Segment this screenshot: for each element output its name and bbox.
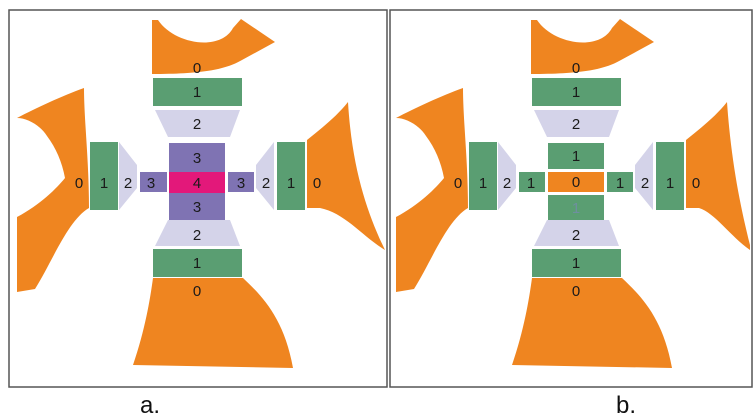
panel-b-left-label-0: 0 [454,175,462,192]
panel-b-left-label-inner: 1 [527,175,535,192]
panel-b-top-label-1: 1 [572,84,580,101]
panel-b-right-label-2: 2 [641,175,649,192]
panel-b-left-label-2: 2 [503,175,511,192]
panel-a-center-label: 4 [193,175,201,192]
panel-b-caption: b. [616,392,636,419]
panel-a-left-label-3: 3 [147,175,155,192]
panel-a-top-label-1: 1 [193,84,201,101]
panel-b-left-label-1: 1 [479,175,487,192]
panel-a-top-label-3: 3 [193,150,201,167]
panel-b-top-label-2: 2 [572,116,580,133]
panel-a-bottom-label-2: 2 [193,227,201,244]
panel-a-left-label-2: 2 [124,175,132,192]
panel-a-bottom-label-0: 0 [193,283,201,300]
panel-a-left-label-1: 1 [100,175,108,192]
panel-a-bottom-label-3: 3 [193,199,201,216]
panel-b-top-label-0: 0 [572,60,580,77]
panel-a-top-label-2: 2 [193,116,201,133]
panel-b-bottom-label-0: 0 [572,283,580,300]
panel-a-top-label-0: 0 [193,60,201,77]
panel-a-caption: a. [140,392,160,419]
panel-a: 0 1 2 3 4 3 2 1 0 0 1 2 3 3 2 1 0 [9,10,387,387]
panel-b-bottom-label-inner: 1 [572,200,580,217]
panel-a-left-label-0: 0 [75,175,83,192]
panel-a-right-label-0: 0 [313,175,321,192]
panel-a-right-label-3: 3 [237,175,245,192]
panel-b-right-label-0: 0 [692,175,700,192]
panel-a-right-label-1: 1 [287,175,295,192]
panel-b-bottom-label-2: 2 [572,227,580,244]
panel-b-center-label: 0 [572,174,580,191]
panel-b-right-label-inner: 1 [616,175,624,192]
panel-a-right-label-2: 2 [262,175,270,192]
panel-b: 0 1 2 1 0 1 2 1 0 0 1 2 1 1 2 1 0 [390,10,752,387]
panel-a-bottom-label-1: 1 [193,255,201,272]
panel-b-top-label-inner: 1 [572,148,580,165]
panel-b-right-label-1: 1 [666,175,674,192]
panel-b-bottom-label-1: 1 [572,255,580,272]
